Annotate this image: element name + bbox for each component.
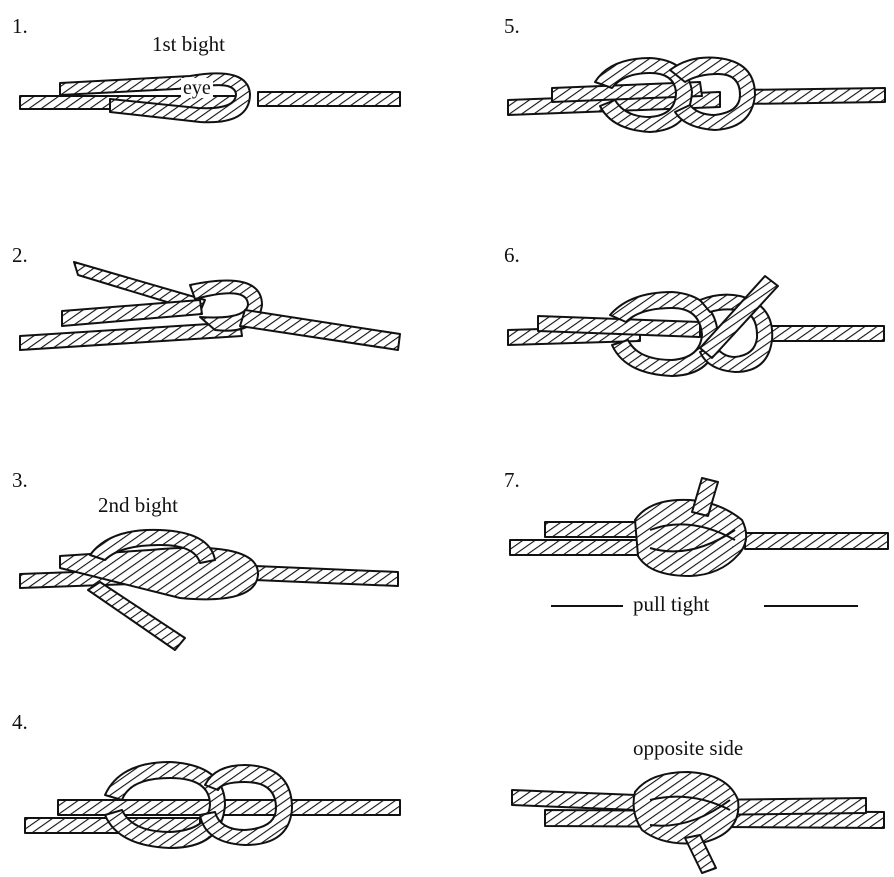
step-5-number: 5. — [504, 16, 520, 37]
standing-rope-lower — [510, 540, 640, 555]
eye-label: eye — [181, 78, 213, 98]
pull-tight-label: pull tight — [633, 594, 709, 615]
step-2-number: 2. — [12, 245, 28, 266]
step-7-illustration — [510, 478, 888, 606]
standing-rope-right — [740, 88, 885, 104]
first-bight-label: 1st bight — [152, 34, 225, 55]
standing-rope-right — [258, 92, 400, 106]
standing-rope-right — [745, 533, 888, 549]
step-4-illustration — [25, 762, 400, 848]
loose-end-lower — [62, 300, 202, 326]
step-1-number: 1. — [12, 16, 28, 37]
standing-rope-left — [20, 322, 242, 350]
step-7-number: 7. — [504, 470, 520, 491]
step-3-number: 3. — [12, 470, 28, 491]
step-5-illustration — [508, 58, 885, 133]
step-6-number: 6. — [504, 245, 520, 266]
step-4-number: 4. — [12, 712, 28, 733]
step-3-illustration — [20, 530, 398, 650]
opposite-side-illustration — [512, 772, 884, 873]
step-2-illustration — [20, 262, 400, 350]
standing-rope-right — [240, 310, 400, 350]
standing-rope-right — [765, 326, 884, 341]
knot-body — [634, 772, 739, 844]
second-bight-label: 2nd bight — [98, 495, 178, 516]
opposite-side-label: opposite side — [633, 738, 743, 759]
standing-rope-right — [255, 566, 398, 586]
step-6-illustration — [508, 276, 884, 376]
